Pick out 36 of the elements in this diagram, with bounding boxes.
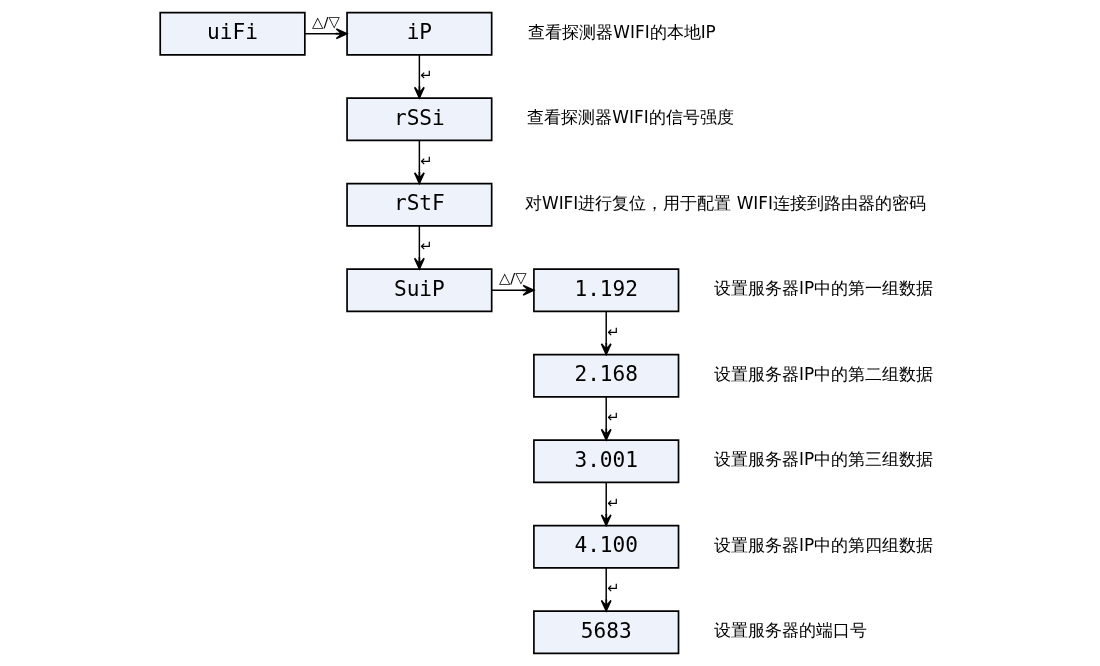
node-label: 设置服务器IP中的第一组数据 xyxy=(714,278,934,299)
edge-label: ↵ xyxy=(420,66,433,84)
node-box: 5683 xyxy=(533,610,680,655)
arrow xyxy=(413,54,425,99)
node-box: iP xyxy=(346,11,493,56)
arrow xyxy=(491,284,535,296)
edge-label: ↵ xyxy=(420,237,433,255)
node-box: 3.001 xyxy=(533,439,680,484)
node-label: 查看探测器WIFI的本地IP xyxy=(528,21,716,42)
node-box: 2.168 xyxy=(533,353,680,398)
arrow xyxy=(304,28,348,40)
node-box: rStF xyxy=(346,182,493,227)
edge-label: △/▽ xyxy=(498,269,527,287)
edge-label: ↵ xyxy=(606,493,620,511)
node-box: 4.100 xyxy=(533,524,680,569)
edge-label: ↵ xyxy=(606,579,620,597)
node-label: 设置服务器IP中的第四组数据 xyxy=(714,534,934,555)
node-label: 设置服务器的端口号 xyxy=(714,620,868,641)
node-box: SuiP xyxy=(346,268,493,313)
node-box: 1.192 xyxy=(533,268,680,313)
node-box: uiFi xyxy=(159,11,306,56)
arrow xyxy=(413,225,425,270)
arrow xyxy=(600,310,612,356)
edge-label: ↵ xyxy=(420,151,433,169)
arrow xyxy=(600,481,612,527)
edge-label: △/▽ xyxy=(312,12,340,30)
node-label: 设置服务器IP中的第三组数据 xyxy=(714,449,934,470)
edge-label: ↵ xyxy=(606,408,620,426)
edge-label: ↵ xyxy=(606,322,620,340)
arrow xyxy=(600,567,612,612)
node-label: 设置服务器IP中的第二组数据 xyxy=(714,363,934,384)
node-label: 查看探测器WIFI的信号强度 xyxy=(527,107,734,128)
node-label: 对WIFI进行复位，用于配置 WIFI连接到路由器的密码 xyxy=(524,192,927,213)
arrow xyxy=(600,396,612,441)
arrow xyxy=(413,139,425,185)
node-box: rSSi xyxy=(346,97,493,142)
